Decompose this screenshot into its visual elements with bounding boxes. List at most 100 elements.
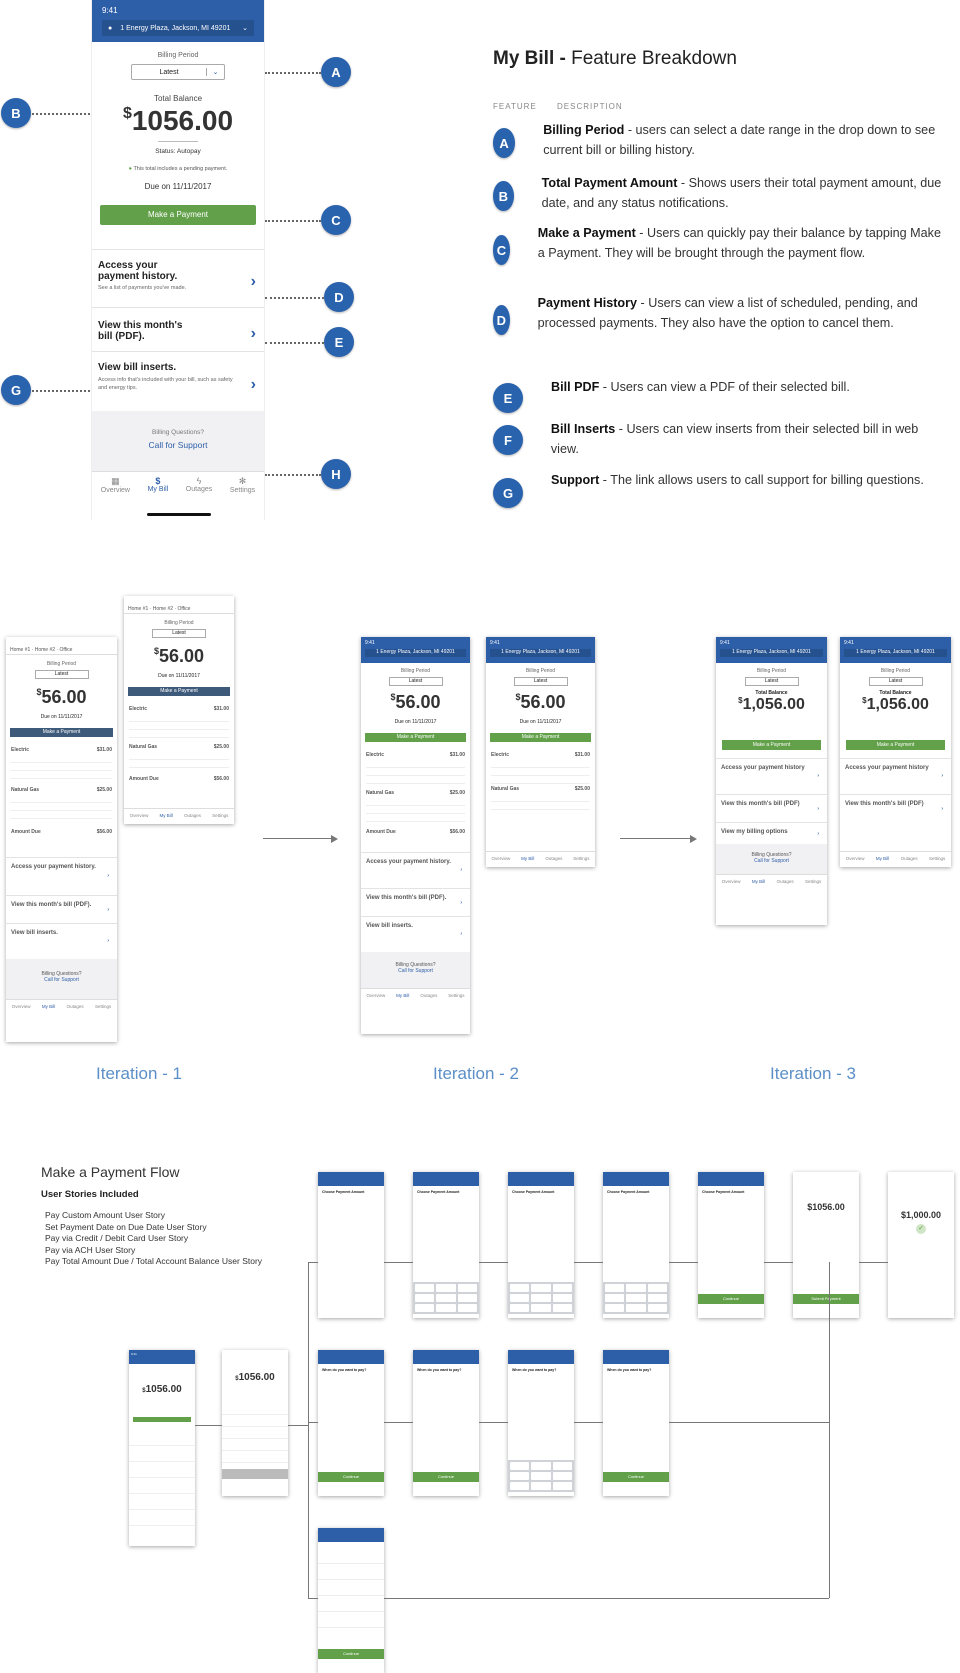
keypad[interactable] [413, 1282, 479, 1314]
nav-my-bill[interactable]: My Bill [875, 856, 890, 861]
keypad[interactable] [603, 1282, 669, 1314]
address-selector[interactable]: 1 Energy Plaza, Jackson, MI 49201 [365, 649, 466, 657]
make-payment-button[interactable]: Make a Payment [100, 205, 256, 225]
label: Amount Due [129, 776, 159, 782]
amount-value: 1,056.00 [742, 696, 805, 713]
nav-settings[interactable]: Settings [212, 813, 229, 818]
currency-symbol: $ [153, 646, 159, 656]
billing-questions: Billing Questions? [151, 429, 205, 436]
nav-overview[interactable]: Overview [491, 856, 511, 861]
header [413, 1350, 479, 1364]
nav-overview[interactable]: ▦Overview [101, 476, 130, 513]
continue-button[interactable]: Continue [413, 1472, 479, 1482]
billing-period-dropdown[interactable]: Latest ⌄ [131, 64, 225, 80]
nav-my-bill[interactable]: My Bill [751, 879, 766, 884]
address-selector[interactable]: ● 1 Energy Plaza, Jackson, MI 49201 ⌄ [102, 20, 254, 36]
support-section: Billing Questions?Call for Support [6, 959, 117, 999]
submit-payment-button[interactable]: Submit Payment [793, 1294, 859, 1304]
feature-bullet: B [493, 181, 514, 211]
call-support-link[interactable]: Call for Support [754, 858, 789, 864]
continue-button[interactable]: Continue [318, 1472, 384, 1482]
flow-date-4: When do you want to pay?Continue [603, 1350, 669, 1496]
nav-my-bill[interactable]: My Bill [396, 993, 410, 998]
electric-row[interactable]: Electric$31.00 [486, 750, 595, 760]
continue-button[interactable]: Continue [603, 1472, 669, 1482]
nav-outages[interactable]: Outages [545, 856, 563, 861]
make-payment-button[interactable]: Make a Payment [490, 733, 591, 742]
history-row[interactable]: Access your payment history.› [361, 852, 470, 888]
value: $31.00 [96, 747, 112, 753]
gas-row[interactable]: Natural Gas$25.00 [361, 788, 470, 798]
nav-settings[interactable]: Settings [805, 879, 822, 884]
nav-settings[interactable]: Settings [95, 1004, 112, 1009]
nav-my-bill[interactable]: $My Bill [148, 476, 169, 513]
gas-row[interactable]: Natural Gas$25.00 [486, 784, 595, 794]
history-row[interactable]: Access your payment history.› [6, 857, 117, 895]
period-dropdown[interactable]: Latest [152, 629, 206, 638]
nav-outages[interactable]: Outages [66, 1004, 84, 1009]
make-payment-button[interactable]: Make a Payment [365, 733, 466, 742]
inserts-row[interactable]: View bill inserts.› [6, 923, 117, 959]
history-row[interactable]: Access your payment history› [716, 758, 827, 794]
nav-outages[interactable]: Outages [420, 993, 438, 998]
nav-my-bill[interactable]: My Bill [159, 813, 173, 818]
nav-overview[interactable]: Overview [845, 856, 865, 861]
payment-history-row[interactable]: Access your payment history. See a list … [92, 249, 264, 307]
electric-row[interactable]: Electric$31.00 [6, 745, 117, 755]
nav-settings[interactable]: ✻Settings [230, 476, 255, 513]
period-dropdown[interactable]: Latest [868, 677, 923, 686]
period-dropdown[interactable]: Latest [513, 677, 568, 686]
pdf-row[interactable]: View this month's bill (PDF)› [716, 794, 827, 822]
period-dropdown[interactable]: Latest [388, 677, 443, 686]
make-payment-button[interactable]: Make a Payment [722, 740, 821, 750]
pdf-row[interactable]: View this month's bill (PDF).› [6, 895, 117, 923]
nav-overview[interactable]: Overview [129, 813, 149, 818]
make-payment-button[interactable]: Make a Payment [846, 740, 945, 750]
nav-overview[interactable]: Overview [366, 993, 386, 998]
pdf-row[interactable]: View this month's bill (PDF).› [361, 888, 470, 916]
nav-settings[interactable]: Settings [573, 856, 590, 861]
address-selector[interactable]: 1 Energy Plaza, Jackson, MI 49201 [720, 649, 823, 657]
nav-overview[interactable]: Overview [721, 879, 741, 884]
nav-settings[interactable]: Settings [448, 993, 465, 998]
call-support-link[interactable]: Call for Support [44, 977, 79, 983]
arrow-head-icon [331, 835, 338, 843]
gas-row[interactable]: Natural Gas$25.00 [6, 785, 117, 795]
electric-row[interactable]: Electric$31.00 [361, 750, 470, 760]
call-support-link[interactable]: Call for Support [148, 440, 208, 450]
period-dropdown[interactable]: Latest [744, 677, 799, 686]
nav-settings[interactable]: Settings [929, 856, 946, 861]
nav-my-bill[interactable]: My Bill [41, 1004, 56, 1009]
callout-line [265, 297, 324, 299]
lightning-icon: ϟ [196, 476, 202, 486]
flow-title: Make a Payment Flow [41, 1164, 180, 1180]
call-support-link[interactable]: Call for Support [398, 968, 433, 974]
bill-pdf-row[interactable]: View this month's bill (PDF). › [92, 307, 264, 351]
row-title: View this month's bill (PDF) [721, 801, 800, 807]
support-section: Billing Questions?Call for Support [716, 844, 827, 874]
address-selector[interactable]: 1 Energy Plaza, Jackson, MI 49201 [490, 649, 591, 657]
feature-desc: - users can select a date range in the d… [543, 123, 936, 157]
nav-overview[interactable]: Overview [11, 1004, 31, 1009]
period-dropdown[interactable]: Latest [34, 670, 89, 679]
make-payment-button[interactable]: Make a Payment [10, 728, 113, 737]
bill-inserts-row[interactable]: View bill inserts. Access info that's in… [92, 351, 264, 411]
nav-outages[interactable]: Outages [900, 856, 918, 861]
keypad[interactable] [508, 1282, 574, 1314]
continue-button[interactable]: Continue [698, 1294, 764, 1304]
address-selector[interactable]: 1 Energy Plaza, Jackson, MI 49201 [844, 649, 947, 657]
continue-button[interactable]: Continue [318, 1649, 384, 1659]
nav-outages[interactable]: Outages [776, 879, 794, 884]
history-row[interactable]: Access your payment history› [840, 758, 951, 794]
keypad[interactable] [508, 1460, 574, 1492]
make-payment-button[interactable] [133, 1417, 191, 1422]
gas-row[interactable]: Natural Gas$25.00 [124, 742, 234, 752]
electric-row[interactable]: Electric$31.00 [124, 704, 234, 714]
billing-options-row[interactable]: View my billing options› [716, 822, 827, 844]
nav-my-bill[interactable]: My Bill [521, 856, 535, 861]
inserts-row[interactable]: View bill inserts.› [361, 916, 470, 952]
make-payment-button[interactable]: Make a Payment [128, 687, 230, 696]
pdf-row[interactable]: View this month's bill (PDF)› [840, 794, 951, 822]
nav-outages[interactable]: Outages [183, 813, 201, 818]
